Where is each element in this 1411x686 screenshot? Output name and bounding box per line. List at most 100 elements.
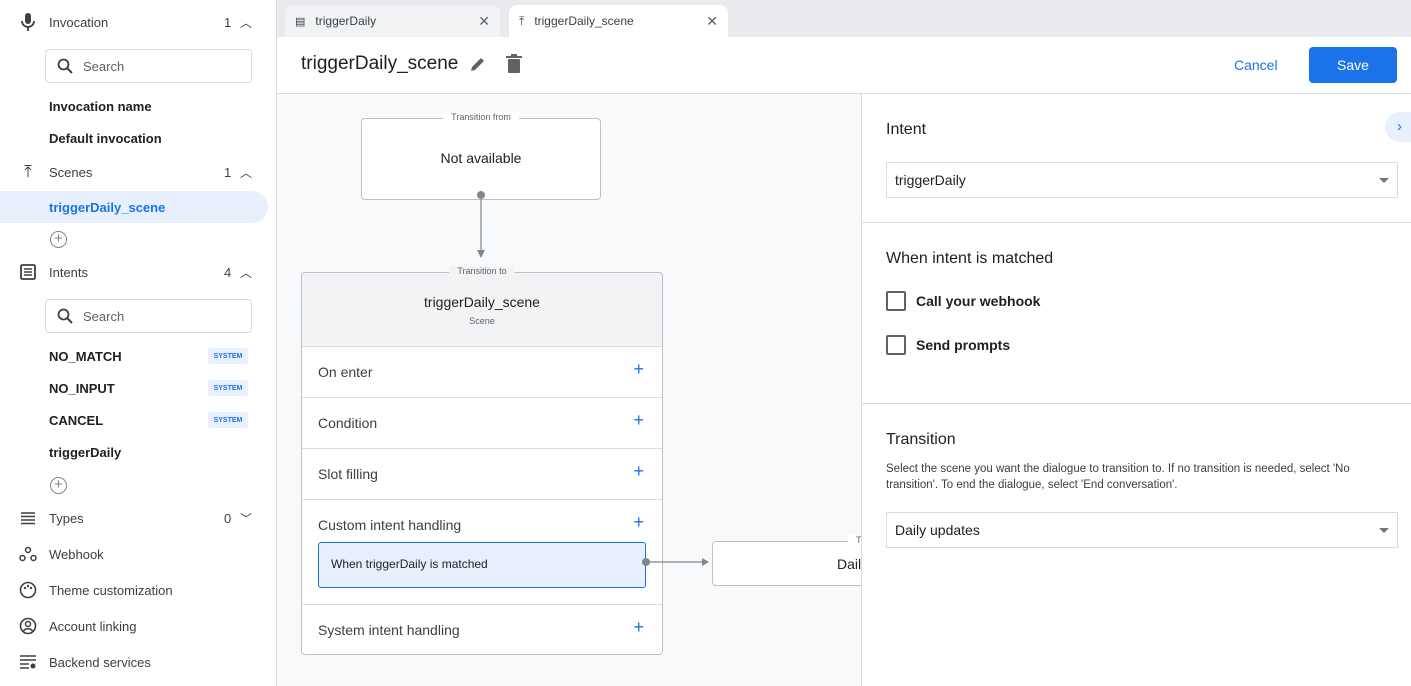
save-button[interactable]: Save (1309, 47, 1397, 83)
scene-card-header[interactable]: Transition to triggerDaily_scene Scene (302, 266, 662, 346)
search-icon (57, 58, 73, 74)
transition-to-legend: Transition to (848, 535, 861, 545)
when-matched-heading: When intent is matched (886, 250, 1054, 267)
scene-canvas: Transition from Not available Transition… (277, 94, 861, 686)
transition-heading: Transition (886, 431, 956, 448)
transition-select-value: Daily updates (895, 522, 980, 538)
sidebar-item-backend-services[interactable]: Backend services (0, 647, 276, 677)
scene-type: Scene (469, 316, 495, 326)
add-plus-icon[interactable]: + (633, 512, 644, 532)
target-scene-name: Daily updates (837, 556, 861, 572)
tab-label: triggerDaily (315, 14, 377, 28)
add-plus-icon[interactable]: + (633, 617, 644, 637)
edit-pencil-icon[interactable] (469, 55, 487, 78)
sidebar-item-intent[interactable]: CANCEL (49, 413, 104, 428)
delete-trash-icon[interactable] (506, 54, 522, 79)
scene-name: triggerDaily_scene (424, 294, 540, 310)
collapse-panel-chevron-right-icon[interactable]: › (1385, 112, 1411, 142)
connector-arrow (477, 191, 485, 258)
page-title: triggerDaily_scene (301, 53, 459, 74)
sidebar-item-intent[interactable]: triggerDaily (49, 445, 122, 460)
add-plus-icon[interactable]: + (633, 461, 644, 481)
types-list-icon (18, 508, 38, 528)
row-label: On enter (318, 364, 373, 380)
tab-bar: ▤ triggerDaily ✕ ⤒ triggerDaily_scene ✕ (277, 0, 1411, 37)
sidebar-item-intent[interactable]: NO_INPUT (49, 381, 115, 396)
sidebar-item-theme-customization[interactable]: Theme customization (0, 575, 276, 605)
scene-card: Transition to triggerDaily_scene Scene O… (301, 266, 663, 655)
system-badge: SYSTEM (208, 380, 248, 396)
intent-heading: Intent (886, 121, 927, 138)
slot-filling-row[interactable]: Slot filling + (302, 448, 662, 499)
intents-search-input[interactable]: Search (45, 299, 252, 333)
row-label: Slot filling (318, 466, 378, 482)
sidebar-section-types[interactable]: Types 0 ﹀ (0, 503, 276, 533)
search-icon (57, 308, 73, 324)
condition-row[interactable]: Condition + (302, 397, 662, 448)
dropdown-arrow-icon (1379, 178, 1389, 183)
intent-handler-item[interactable]: When triggerDaily is matched (318, 542, 646, 588)
system-intent-handling-row[interactable]: System intent handling + (302, 604, 662, 655)
section-label: Intents (49, 264, 89, 280)
intent-handler-panel: › Intent triggerDaily When intent is mat… (861, 94, 1411, 686)
sidebar-item-triggerdaily-scene[interactable]: triggerDaily_scene (0, 191, 268, 223)
sidebar-item-invocation-name[interactable]: Invocation name (49, 99, 152, 114)
section-label: Invocation (49, 14, 109, 30)
intent-select-value: triggerDaily (895, 172, 966, 188)
tab-triggerdaily-scene[interactable]: ⤒ triggerDaily_scene ✕ (509, 5, 728, 37)
sidebar-item-default-invocation[interactable]: Default invocation (49, 131, 162, 146)
row-label: Condition (318, 415, 378, 431)
scene-label: triggerDaily_scene (49, 200, 166, 215)
intent-select[interactable]: triggerDaily (886, 162, 1398, 198)
handler-label: When triggerDaily is matched (331, 557, 488, 571)
chevron-down-icon[interactable]: ﹀ (240, 511, 253, 526)
row-label: System intent handling (318, 622, 460, 638)
call-webhook-checkbox[interactable] (886, 291, 906, 311)
transition-to-legend: Transition to (449, 266, 515, 276)
section-label: Account linking (49, 618, 137, 634)
add-plus-icon[interactable]: + (633, 359, 644, 379)
transition-target-box[interactable]: Transition to Daily updates (712, 535, 861, 586)
chevron-up-icon[interactable]: ︿ (240, 15, 253, 30)
divider (862, 403, 1411, 404)
section-label: Types (49, 510, 84, 526)
sidebar-item-account-linking[interactable]: Account linking (0, 611, 276, 641)
page-header: triggerDaily_scene Cancel Save (277, 37, 1411, 94)
sidebar-item-webhook[interactable]: Webhook (0, 539, 276, 569)
section-label: Webhook (49, 546, 104, 562)
on-enter-row[interactable]: On enter + (302, 346, 662, 397)
search-placeholder: Search (83, 58, 125, 74)
section-label: Backend services (49, 654, 151, 670)
sidebar-section-invocation[interactable]: Invocation 1 ︿ (0, 7, 276, 37)
add-plus-icon[interactable]: + (633, 410, 644, 430)
system-badge: SYSTEM (208, 348, 248, 364)
sidebar: Invocation 1 ︿ Search Invocation name De… (0, 0, 277, 686)
sidebar-item-intent[interactable]: NO_MATCH (49, 349, 122, 364)
transition-select[interactable]: Daily updates (886, 512, 1398, 548)
sidebar-section-scenes[interactable]: ⤒ Scenes 1 ︿ (0, 157, 276, 187)
cancel-button[interactable]: Cancel (1234, 57, 1278, 73)
section-label: Theme customization (49, 582, 173, 598)
section-count: 0 (224, 510, 232, 526)
custom-intent-handling-row[interactable]: Custom intent handling+ When triggerDail… (302, 499, 662, 604)
intent-list-icon (18, 262, 38, 282)
invocation-search-input[interactable]: Search (45, 49, 252, 83)
add-intent-icon[interactable]: + (50, 477, 67, 494)
scene-icon: ⤒ (519, 13, 525, 28)
tab-label: triggerDaily_scene (534, 14, 634, 28)
sidebar-section-intents[interactable]: Intents 4 ︿ (0, 257, 276, 287)
checkbox-label: Call your webhook (916, 293, 1041, 309)
transition-from-box: Transition from Not available (361, 112, 601, 200)
send-prompts-checkbox[interactable] (886, 335, 906, 355)
chevron-up-icon[interactable]: ︿ (240, 265, 253, 280)
add-scene-icon[interactable]: + (50, 231, 67, 248)
section-count: 1 (224, 164, 232, 180)
tab-triggerdaily[interactable]: ▤ triggerDaily ✕ (285, 5, 500, 37)
intent-icon: ▤ (295, 15, 306, 28)
microphone-icon (18, 12, 38, 32)
close-icon[interactable]: ✕ (478, 12, 490, 29)
account-circle-icon (18, 616, 38, 636)
section-label: Scenes (49, 164, 93, 180)
close-icon[interactable]: ✕ (706, 12, 718, 29)
chevron-up-icon[interactable]: ︿ (240, 165, 253, 180)
